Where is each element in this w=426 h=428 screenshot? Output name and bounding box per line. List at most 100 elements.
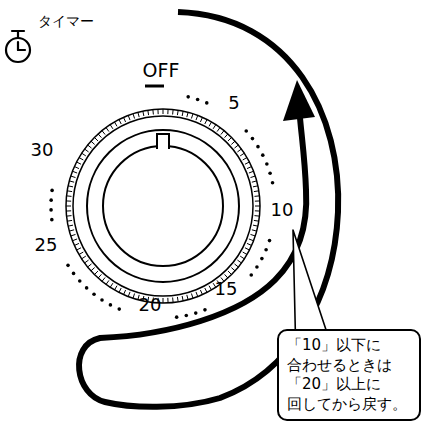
knurl-tick <box>167 298 168 303</box>
knurl-tick <box>119 120 121 124</box>
scale-dot <box>196 98 200 102</box>
knurl-tick <box>177 110 179 115</box>
scale-dot <box>265 162 269 166</box>
knurl-tick <box>228 271 232 275</box>
knurl-tick <box>88 145 92 148</box>
knurl-tick <box>91 268 95 271</box>
knurl-tick <box>172 110 174 115</box>
knurl-tick <box>249 239 254 241</box>
knob <box>103 146 223 266</box>
off-marker <box>145 85 164 88</box>
scale-dot <box>244 129 248 133</box>
knurl-tick <box>182 296 183 301</box>
knurl-tick <box>82 153 86 156</box>
scale-dot <box>49 198 53 202</box>
knurl-tick <box>82 256 86 259</box>
knurl-tick <box>152 110 154 115</box>
scale-number: 25 <box>35 236 58 254</box>
knurl-tick <box>254 195 259 197</box>
knurl-tick <box>106 280 109 284</box>
scale-dot <box>260 257 264 261</box>
knurl-tick <box>205 120 207 124</box>
dial-inner-ring <box>87 130 239 282</box>
knurl-tick <box>249 171 254 173</box>
dial-ring <box>73 116 253 296</box>
callout-box: 「10」以下に 合わせるときは 「20」以上に 回してから戻す。 <box>277 329 421 421</box>
scale-dot <box>264 248 268 252</box>
scale-dot <box>85 286 89 290</box>
knurl-tick <box>196 115 198 120</box>
knurl-tick <box>74 243 79 245</box>
knurl-tick <box>234 145 238 148</box>
knurl-tick <box>110 125 113 129</box>
knurl-tick <box>255 210 260 211</box>
knurl-tick <box>115 286 118 290</box>
scale-dot <box>249 273 253 277</box>
knurl-tick <box>66 206 71 207</box>
knurl-tick <box>237 260 241 263</box>
knurl-tick <box>138 112 139 117</box>
knurl-tick <box>66 210 71 211</box>
scale-dot <box>117 307 121 311</box>
knurl-tick <box>69 181 74 182</box>
knurl-tick <box>228 137 232 141</box>
knurl-tick <box>177 297 179 302</box>
knurl-tick <box>245 162 249 164</box>
knurl-tick <box>237 149 241 152</box>
scale-dot <box>261 153 265 157</box>
knurl-tick <box>247 167 252 169</box>
knurl-tick <box>133 114 135 119</box>
scale-dot <box>194 311 198 315</box>
knurl-tick <box>245 248 249 250</box>
knurl-tick <box>167 109 168 114</box>
knurl-tick <box>72 171 77 173</box>
knurl-tick <box>191 293 193 298</box>
knurled-ring <box>66 109 260 303</box>
knurl-tick <box>157 109 158 114</box>
knurl-tick <box>69 230 74 231</box>
knurl-tick <box>225 134 228 138</box>
scale-dot <box>92 292 96 296</box>
knurl-tick <box>98 134 101 138</box>
knurl-tick <box>163 298 164 303</box>
knurl-tick <box>110 283 113 287</box>
scale-dot <box>78 279 82 283</box>
knurl-tick <box>231 141 235 144</box>
knurl-outline <box>66 109 260 303</box>
knurl-tick <box>67 190 72 192</box>
knurl-tick <box>191 114 193 119</box>
knurl-tick <box>67 220 72 222</box>
scale-number: 30 <box>31 141 54 159</box>
scale-dot <box>271 181 275 185</box>
knurl-tick <box>182 111 183 116</box>
knurl-tick <box>94 271 98 275</box>
knurl-tick <box>252 181 257 182</box>
scale-dot <box>100 298 104 302</box>
knurl-tick <box>85 260 89 263</box>
scale-dot <box>175 315 179 319</box>
knurl-tick <box>74 167 79 169</box>
callout-text: 「10」以下に 合わせるときは 「20」以上に 回してから戻す。 <box>287 336 411 414</box>
knurl-tick <box>133 293 135 298</box>
knurl-tick <box>205 288 207 292</box>
knurl-tick <box>240 256 244 259</box>
knurl-tick <box>67 195 72 197</box>
scale-number: 5 <box>228 94 239 112</box>
knurl-tick <box>91 141 95 144</box>
scale-number: 20 <box>139 296 162 314</box>
knurl-tick <box>71 234 76 236</box>
knurl-tick <box>240 153 244 156</box>
knurl-tick <box>172 297 174 302</box>
scale-number: 10 <box>271 201 294 219</box>
scale-dot <box>72 272 76 276</box>
knurl-tick <box>67 215 72 217</box>
knurl-tick <box>200 117 202 122</box>
knurl-tick <box>254 220 259 222</box>
scale-dot <box>268 171 272 175</box>
off-label: OFF <box>143 61 180 80</box>
knurl-tick <box>119 288 121 292</box>
knurl-tick <box>254 190 259 192</box>
scale-dot <box>49 208 53 212</box>
knurl-tick <box>247 243 252 245</box>
knurl-tick <box>196 292 198 297</box>
